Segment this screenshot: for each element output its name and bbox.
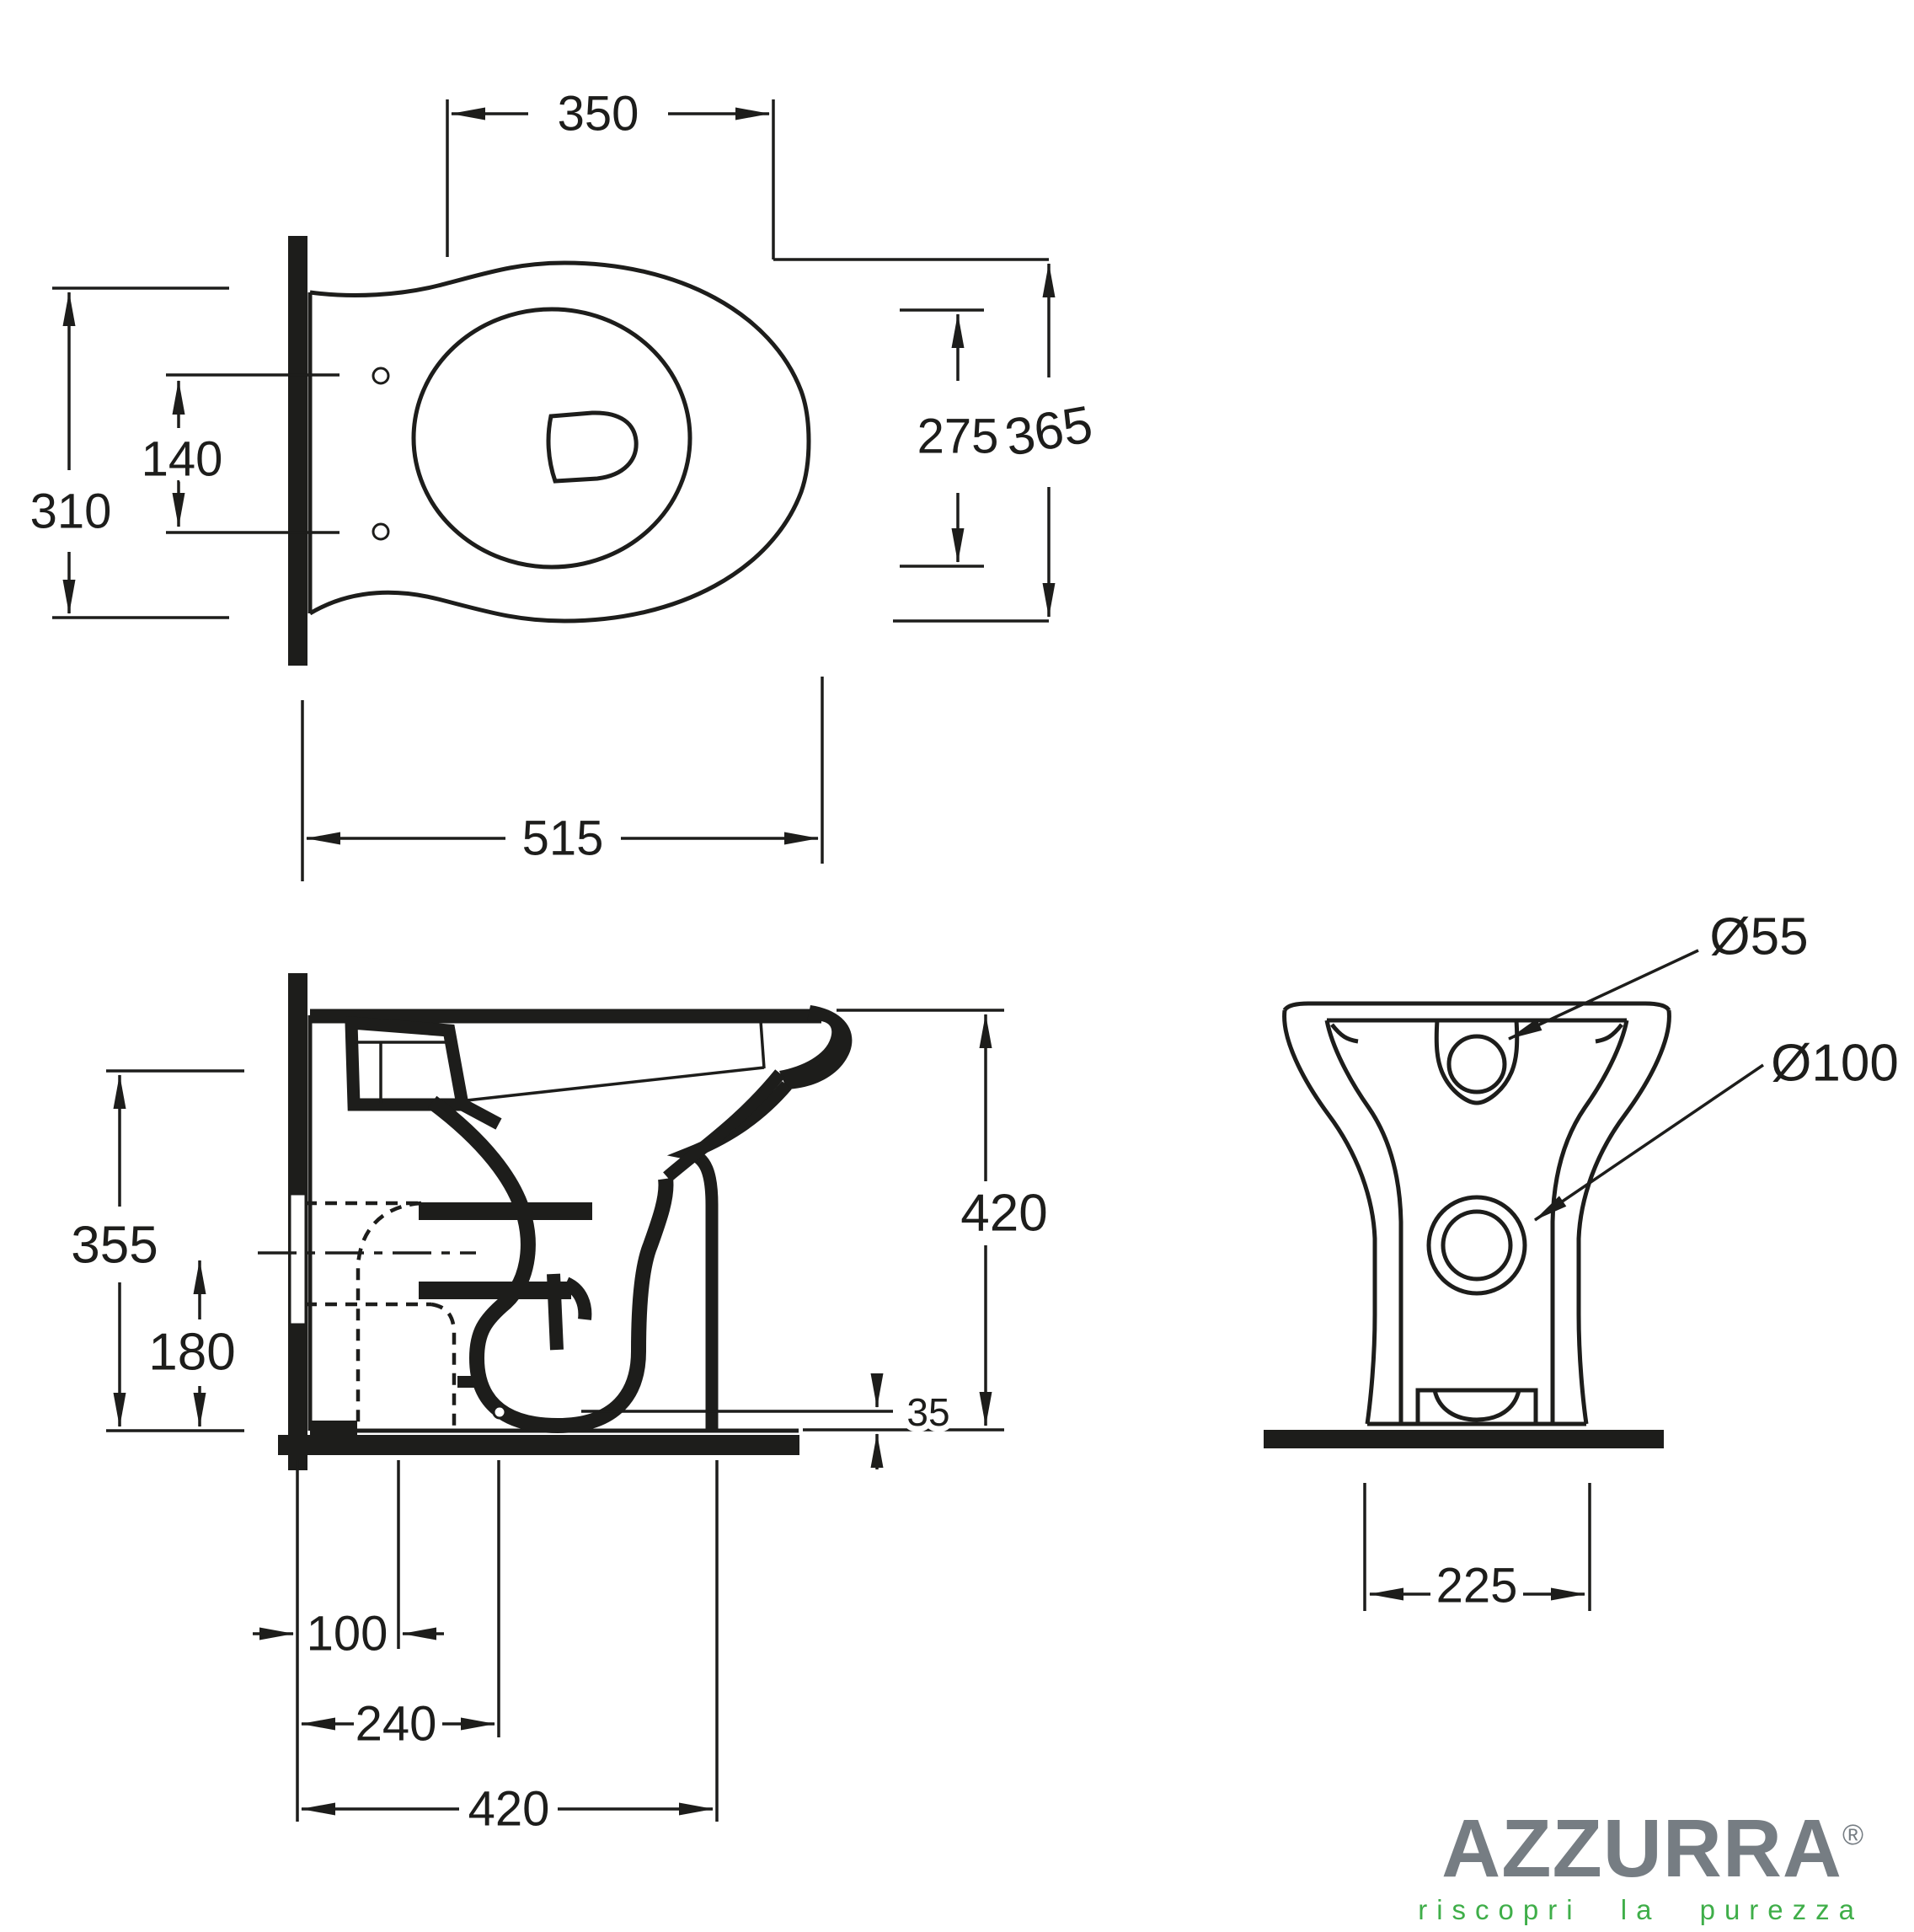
fixing-hole-top: [372, 367, 390, 385]
front-inlet-pocket: [1434, 1020, 1520, 1105]
side-front-lip: [779, 1005, 853, 1089]
front-outer-left: [1282, 1009, 1377, 1425]
front-recess: [1415, 1388, 1538, 1424]
dim-inner-bowl-length: 275: [900, 308, 1004, 568]
side-drain-pin: [492, 1405, 507, 1420]
side-view: 355 180 420 35: [65, 973, 1054, 1843]
dim-seat-width: 350: [446, 81, 775, 260]
side-bowl-inner: [663, 1069, 785, 1182]
front-inner-right: [1550, 1020, 1629, 1422]
dim-label-275: 275: [917, 409, 999, 464]
side-flush-housing: [345, 1015, 502, 1130]
front-outlet-outer: [1426, 1195, 1527, 1296]
side-lip-inner-edge: [759, 1020, 766, 1069]
fixing-hole-bottom: [372, 522, 390, 541]
front-corner-hook-right: [1595, 1023, 1623, 1044]
dim-label-100: 100: [307, 1607, 388, 1662]
dim-label-225: 225: [1436, 1559, 1518, 1614]
dim-label-420-depth: 420: [468, 1782, 550, 1837]
side-view-wall-slot: [288, 1192, 307, 1326]
dim-label-140: 140: [142, 432, 223, 487]
top-view-wall: [288, 236, 307, 666]
front-view: Ø55 Ø100 225: [1264, 902, 1905, 1619]
dim-label-d55: Ø55: [1709, 908, 1808, 966]
dim-floor-clearance: 35: [581, 1373, 956, 1469]
dim-label-180: 180: [148, 1324, 235, 1382]
registered-mark: ®: [1842, 1819, 1863, 1851]
side-lower-stub: [419, 1282, 571, 1299]
leader-outlet: Ø100: [1534, 1029, 1905, 1222]
side-hidden-pipe: [258, 1201, 476, 1430]
brand-name: AZZURRA: [1441, 1802, 1842, 1894]
dim-base-depths: 100 240 420: [253, 1460, 719, 1843]
leader-inlet: Ø55: [1508, 902, 1815, 1041]
dim-label-310: 310: [30, 484, 112, 539]
dim-label-240: 240: [356, 1697, 437, 1752]
front-outlet-inner: [1441, 1209, 1513, 1282]
dim-label-355: 355: [71, 1217, 158, 1275]
side-outer-belly: [666, 1081, 792, 1432]
top-view-inner-rim: [411, 307, 692, 570]
front-outer-right: [1576, 1009, 1671, 1425]
front-top-edge: [1282, 1001, 1671, 1012]
brand-tagline: riscopri la purezza: [1418, 1894, 1863, 1925]
dim-inlet-height: 355: [65, 1069, 244, 1432]
side-foot-block: [310, 1421, 357, 1435]
dim-outlet-height: 180: [142, 1260, 242, 1427]
side-view-floor: [278, 1435, 799, 1455]
side-stub-hook: [563, 1276, 592, 1320]
dim-label-d100: Ø100: [1771, 1035, 1899, 1093]
azzurra-logo: AZZURRA® riscopri la purezza: [1418, 1807, 1863, 1924]
dim-base-width: 225: [1363, 1483, 1591, 1619]
front-inlet-hole: [1446, 1034, 1507, 1094]
dim-overall-depth: 515: [301, 677, 824, 881]
dim-back-width: 310: [24, 286, 229, 619]
side-upper-stub: [419, 1202, 592, 1220]
top-view-outer-bowl: [308, 260, 811, 623]
dim-label-365: 365: [1001, 395, 1097, 468]
dim-rim-height: 420: [803, 1009, 1054, 1432]
dim-label-515: 515: [522, 811, 604, 866]
front-floor: [1264, 1430, 1664, 1448]
front-corner-hook-left: [1330, 1023, 1359, 1044]
front-recess-arch: [1432, 1389, 1521, 1422]
top-view: 350 365 275 310: [24, 81, 1103, 881]
front-inner-left: [1324, 1020, 1403, 1422]
top-view-drain-hole: [546, 410, 639, 484]
dim-label-350-top: 350: [558, 87, 639, 142]
dim-label-35: 35: [906, 1390, 949, 1434]
dim-label-420-height: 420: [960, 1185, 1047, 1243]
side-seat-line: [458, 1066, 765, 1103]
dim-hole-spacing: 140: [136, 373, 339, 534]
